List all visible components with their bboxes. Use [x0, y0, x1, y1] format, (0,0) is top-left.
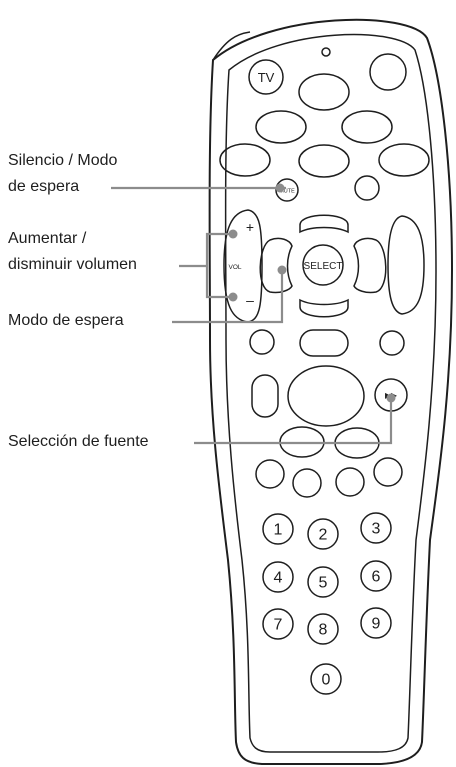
- digit-button-2[interactable]: [360, 512, 392, 544]
- callout-source: Selección de fuente: [8, 433, 149, 450]
- digit-label-3: 4: [274, 570, 283, 587]
- digit-button-3[interactable]: [262, 561, 294, 593]
- callout-volume-line2: disminuir volumen: [8, 256, 137, 273]
- digit-button-8[interactable]: [360, 607, 392, 639]
- small-button-right[interactable]: [354, 175, 380, 201]
- digit-button-6[interactable]: [262, 608, 294, 640]
- round-button-3[interactable]: [335, 467, 365, 497]
- digit-button-7[interactable]: [307, 613, 339, 645]
- digit-label-8: 9: [372, 616, 381, 633]
- number-pad: 1 2 3 4 5 6 7 8 9 0: [262, 512, 392, 695]
- remote-body-inner: [224, 33, 437, 753]
- leader-line-source: [194, 398, 393, 445]
- digit-button-1[interactable]: [307, 518, 339, 550]
- remote-body-outer: [208, 18, 454, 765]
- digit-button-0[interactable]: [262, 513, 294, 545]
- middle-center-button[interactable]: [299, 329, 349, 357]
- nav-up-button[interactable]: [299, 214, 349, 234]
- color-button-right-lower[interactable]: [378, 143, 430, 177]
- top-right-button[interactable]: [369, 53, 407, 91]
- callout-standby: Modo de espera: [8, 312, 124, 329]
- digit-label-7: 8: [319, 622, 328, 639]
- round-button-2[interactable]: [292, 468, 322, 498]
- select-button-label: SELECT: [304, 261, 343, 272]
- round-button-1[interactable]: [255, 459, 285, 489]
- digit-label-4: 5: [319, 575, 328, 592]
- callout-mute-line2: de espera: [8, 178, 80, 195]
- color-button-center-lower[interactable]: [298, 144, 350, 178]
- digit-button-5[interactable]: [360, 560, 392, 592]
- digit-label-5: 6: [372, 569, 381, 586]
- middle-left-button[interactable]: [249, 329, 275, 355]
- remote-left-edge: [212, 31, 251, 61]
- volume-up-label: +: [246, 219, 254, 235]
- color-button-right-upper[interactable]: [341, 110, 393, 144]
- leader-line-volume-bracket: [205, 232, 233, 299]
- digit-label-6: 7: [274, 617, 283, 634]
- nav-right-button[interactable]: [353, 237, 387, 294]
- volume-down-label: –: [246, 292, 254, 308]
- nav-down-button[interactable]: [299, 298, 349, 318]
- volume-down-callout-dot: [228, 292, 238, 302]
- leader-line-standby: [172, 271, 284, 324]
- standby-callout-dot: [277, 265, 287, 275]
- color-button-left-upper[interactable]: [255, 110, 307, 144]
- source-callout-dot: [386, 393, 396, 403]
- large-center-button[interactable]: [287, 365, 365, 427]
- digit-label-0: 1: [274, 522, 283, 539]
- indicator-light: [321, 47, 331, 57]
- digit-label-1: 2: [319, 527, 328, 544]
- digit-label-9: 0: [322, 672, 331, 689]
- round-button-4[interactable]: [373, 457, 403, 487]
- digit-button-4[interactable]: [307, 566, 339, 598]
- middle-right-button[interactable]: [379, 330, 405, 356]
- digit-button-9[interactable]: [310, 663, 342, 695]
- callout-mute-line1: Silencio / Modo: [8, 152, 118, 169]
- callout-volume-line1: Aumentar /: [8, 230, 87, 247]
- top-center-button[interactable]: [298, 73, 350, 111]
- volume-label: VOL: [228, 264, 241, 271]
- tv-button-shape[interactable]: [248, 59, 284, 95]
- select-button-shape[interactable]: [302, 244, 344, 286]
- side-left-button[interactable]: [251, 374, 279, 418]
- nav-left-button[interactable]: [259, 237, 293, 294]
- mute-callout-dot: [275, 183, 285, 193]
- digit-label-2: 3: [372, 521, 381, 538]
- mute-button-label: MUTE: [279, 189, 295, 195]
- tv-button-label: TV: [258, 70, 275, 85]
- volume-up-callout-dot: [228, 229, 238, 239]
- channel-rocker-shape[interactable]: [387, 215, 425, 315]
- color-button-left-lower[interactable]: [219, 143, 271, 177]
